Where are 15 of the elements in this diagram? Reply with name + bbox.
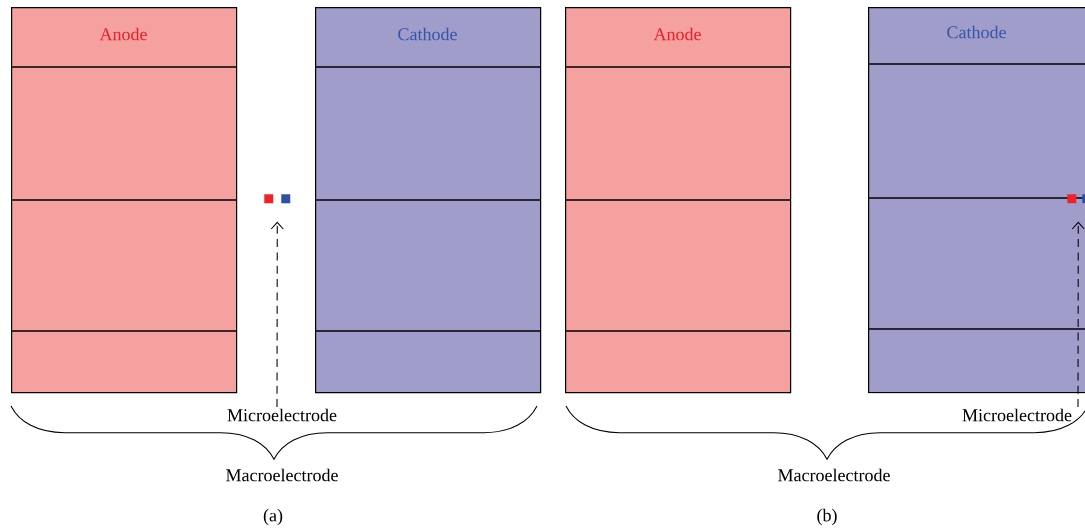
electrode-square: [1067, 194, 1077, 204]
electrode-square: [264, 194, 274, 204]
cathode-box: Cathode: [314, 7, 542, 394]
anode-box: Anode: [10, 7, 238, 394]
electrode-label: Macroelectrode: [778, 468, 890, 482]
arrow: [1071, 221, 1085, 408]
electrode-square: [281, 194, 291, 204]
panel-label: (b): [817, 508, 837, 526]
electrode-label: Macroelectrode: [226, 468, 338, 482]
panel-label: (a): [263, 508, 283, 526]
microelectrode-label: Microelectrode: [227, 408, 337, 422]
anode-box: Anode: [564, 7, 792, 394]
arrow: [270, 221, 284, 408]
cathode-box: Cathode: [867, 7, 1085, 394]
microelectrode-label: Microelectrode: [962, 408, 1072, 422]
